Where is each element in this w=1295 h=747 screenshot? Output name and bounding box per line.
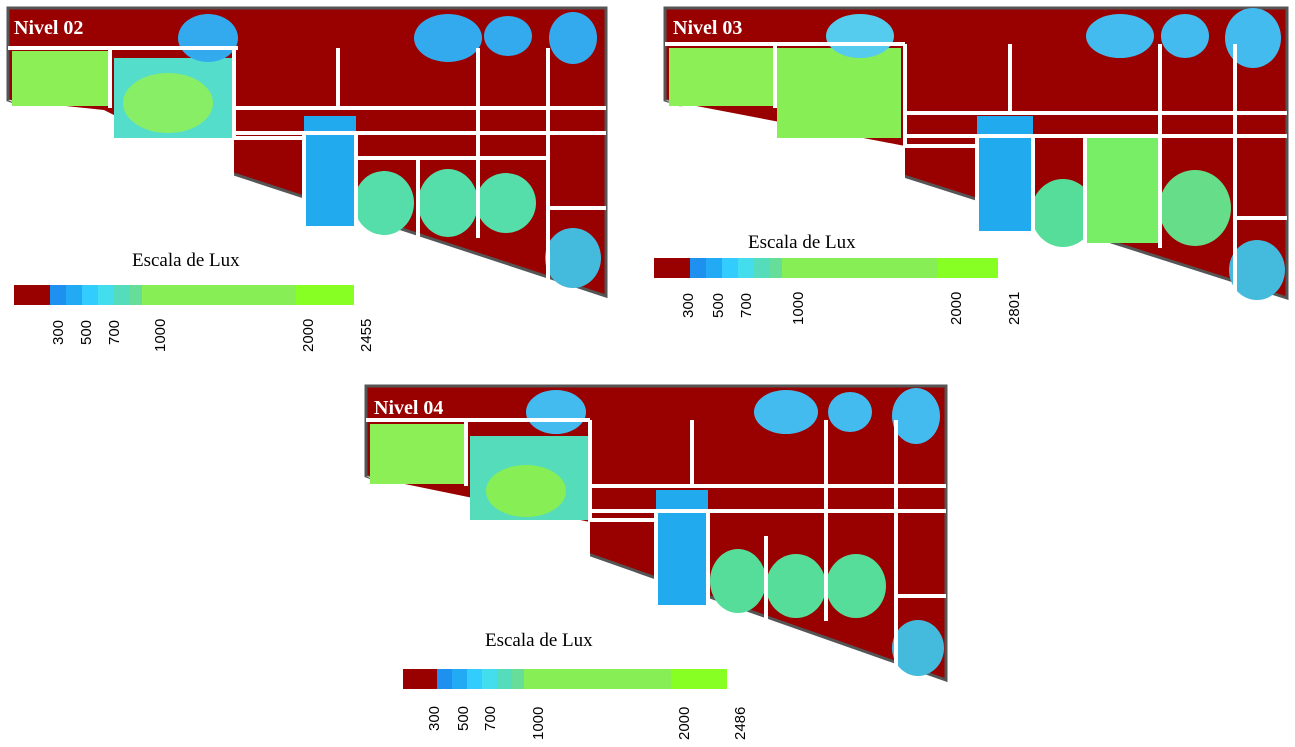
scale-tick: 1000 <box>790 291 807 325</box>
scale-tick: 300 <box>50 319 67 345</box>
scale-tick: 2486 <box>732 706 749 740</box>
level-label: Nivel 02 <box>14 17 83 39</box>
scale-tick: 2801 <box>1006 291 1023 325</box>
scale-tick: 700 <box>738 292 755 318</box>
scale-tick: 2000 <box>948 291 965 325</box>
scale-tick: 700 <box>106 319 123 345</box>
floor-plan-nivel-02: Nivel 02 <box>6 6 608 299</box>
scale-tick: 2000 <box>676 706 693 740</box>
scale-tick: 500 <box>455 705 472 731</box>
scale-title: Escala de Lux <box>485 630 593 651</box>
floor-plan-nivel-03: Nivel 03 <box>663 6 1289 301</box>
color-scale-bar <box>403 669 742 689</box>
floor-plan-nivel-04: Nivel 04 <box>364 384 948 683</box>
scale-tick: 700 <box>482 705 499 731</box>
scale-tick: 300 <box>426 705 443 731</box>
scale-tick: 1000 <box>530 706 547 740</box>
level-label: Nivel 03 <box>673 17 742 39</box>
level-label: Nivel 04 <box>374 397 443 419</box>
scale-tick: 500 <box>710 292 727 318</box>
scale-tick: 2455 <box>358 318 375 352</box>
scale-tick: 500 <box>78 319 95 345</box>
color-scale-bar <box>654 258 1016 278</box>
scale-title: Escala de Lux <box>748 232 856 253</box>
scale-tick: 1000 <box>152 318 169 352</box>
scale-tick: 2000 <box>300 318 317 352</box>
color-scale-bar <box>14 285 370 305</box>
scale-tick: 300 <box>680 292 697 318</box>
scale-title: Escala de Lux <box>132 250 240 271</box>
